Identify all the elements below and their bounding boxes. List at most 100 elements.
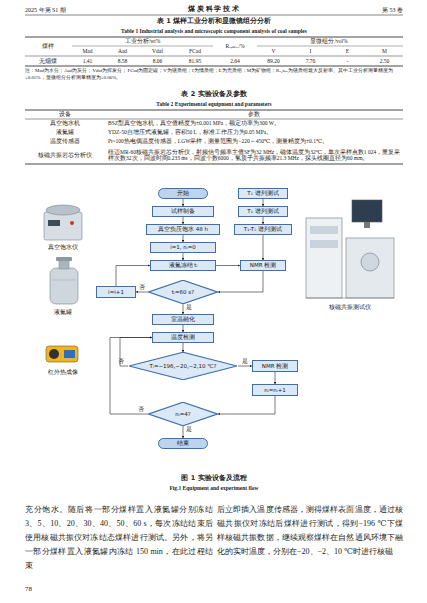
table-head-cell: 煤样 — [25, 37, 70, 56]
tank-band — [52, 280, 76, 281]
decision-diamond: Tᵢ=−196,−20,−2,10 ℃? — [128, 352, 238, 380]
running-header: 2025 年第 S1 期 — [25, 6, 145, 14]
flow-arrow — [238, 366, 252, 367]
table-cell: 2.64 — [215, 56, 255, 66]
process-box: 试样制备 — [152, 206, 214, 217]
decision-diamond: nᵢ=4? — [148, 402, 218, 426]
process-box: NMR 检测 — [240, 260, 286, 271]
flow-arrow — [263, 235, 264, 260]
tank-body — [50, 268, 78, 304]
tank-neck — [59, 260, 69, 269]
edge-label: 否 — [138, 407, 144, 413]
panel — [310, 226, 338, 234]
camera-lens — [49, 349, 59, 359]
node-text: nᵢ=4? — [173, 411, 193, 417]
node-text: tᵢ=60 s? — [170, 289, 196, 295]
figure-caption-en: Fig.1 Equipment and experiment flow — [25, 484, 403, 492]
table-head-cell: V — [255, 46, 292, 56]
table-rule — [25, 37, 403, 38]
table-title-en: Table 1 Industrial analysis and microsco… — [25, 27, 403, 35]
edge-label: 是 — [186, 427, 192, 433]
process-box: 温度检测 — [152, 332, 214, 343]
terminal-box: 结束 — [158, 438, 208, 449]
liquid-nitrogen-tank-image — [50, 257, 78, 304]
edge-label: 是 — [242, 359, 248, 365]
table-cell: 温度传感器 — [25, 137, 105, 146]
node-text: 试样制备 — [169, 208, 197, 214]
table-title: 表 1 煤样工业分析和显微镜组分分析 — [25, 18, 403, 26]
flow-arrow — [218, 396, 275, 414]
infrared-camera-image — [46, 346, 78, 362]
node-text: nᵢ=nᵢ+1 — [262, 387, 288, 393]
node-text: 结束 — [175, 440, 191, 446]
flow-arrow — [216, 265, 240, 266]
table-head-cell: I — [292, 46, 329, 56]
flow-arrow — [275, 372, 276, 384]
table-cell: 无烟煤 — [25, 56, 70, 66]
table-rule — [25, 56, 403, 57]
table-cell: YDZ-50自增压式液氮罐，容积50 L，标准工作压力为0.05 MPa。 — [108, 128, 403, 137]
flow-arrow — [183, 235, 184, 242]
table-cell: 81.95 — [175, 56, 215, 66]
flow-arrow — [183, 217, 184, 224]
nmr-instrument-image — [306, 200, 394, 298]
process-box: T₂ 谱列测试 — [238, 188, 288, 199]
table-cell: BSZ型真空饱水机，真空值精度为±0.001 MPa，额定功率为300 W。 — [108, 119, 403, 128]
image-label: 真空饱水仪 — [25, 243, 101, 251]
process-box: T₁ 谱列测试 — [238, 206, 288, 217]
table-title: 表 2 实验设备及参数 — [25, 91, 403, 99]
process-box: i=i+1 — [96, 286, 136, 298]
process-box: T₁-T₂ 谱列测试 — [234, 224, 292, 235]
magnet-unit — [346, 238, 394, 298]
node-text: 开始 — [175, 190, 191, 196]
process-box: 液氮冻结 tᵢ — [150, 260, 216, 271]
node-text: i=i+1 — [106, 289, 126, 295]
running-header: 第 53 卷 — [300, 6, 403, 14]
table-head-cell: Aad — [105, 46, 140, 56]
process-box: i=1, nᵢ=0 — [150, 242, 216, 253]
table-cell: - — [329, 56, 366, 66]
node-text: i=1, nᵢ=0 — [168, 244, 198, 250]
flow-arrow — [183, 199, 184, 206]
table-cell: 8.06 — [140, 56, 175, 66]
flow-arrow — [183, 304, 184, 314]
process-box: NMR 检测 — [252, 360, 298, 372]
flow-arrow — [110, 338, 152, 415]
node-text: 真空负压饱水 48 h — [156, 226, 210, 232]
process-box: 真空负压饱水 48 h — [146, 224, 220, 235]
table-rule — [257, 46, 403, 47]
machine-lid — [46, 205, 80, 215]
process-box: nᵢ=nᵢ+1 — [252, 384, 298, 396]
floor-line — [306, 298, 394, 299]
table-head-cell: FCad — [175, 46, 215, 56]
machine-body — [44, 212, 82, 240]
table-cell: 89.20 — [255, 56, 292, 66]
flow-arrow — [183, 343, 184, 352]
monitor — [352, 200, 382, 222]
table-cell: 液氮罐 — [25, 128, 105, 137]
camera-body — [46, 346, 78, 362]
table-cell: 真空饱水机 — [25, 119, 105, 128]
table-rule — [25, 164, 403, 165]
table-rule — [25, 110, 403, 111]
table-head-cell: 工业分析/wt% — [70, 37, 215, 46]
node-text: Tᵢ=−196,−20,−2,10 ℃? — [148, 363, 219, 369]
table-head-cell: 显微组分/vol% — [255, 37, 403, 46]
flow-arrow — [183, 325, 184, 332]
body-text: 后立即插入温度传感器，测得煤样表面温度，通过核磁共振仪对冻结后煤样进行测试，得到… — [217, 503, 403, 559]
table-rule — [72, 46, 213, 47]
table-head-cell: E — [329, 46, 366, 56]
diamond-shape — [129, 352, 237, 379]
image-label: 液氮罐 — [25, 308, 101, 316]
flow-arrow — [263, 199, 264, 206]
image-label: 红外热成像 — [25, 368, 101, 376]
node-text: 液氮冻结 tᵢ — [167, 262, 200, 268]
journal-name: 煤 炭 科 学 技 术 — [140, 5, 287, 14]
probe-port — [361, 253, 379, 271]
node-text: 温度检测 — [169, 334, 197, 340]
page-number: 78 — [25, 585, 55, 594]
node-text: T₂ 谱列测试 — [245, 190, 280, 196]
table-cell: 8.58 — [105, 56, 140, 66]
node-text: 室温融化 — [169, 316, 197, 322]
flow-arrow — [218, 271, 263, 292]
